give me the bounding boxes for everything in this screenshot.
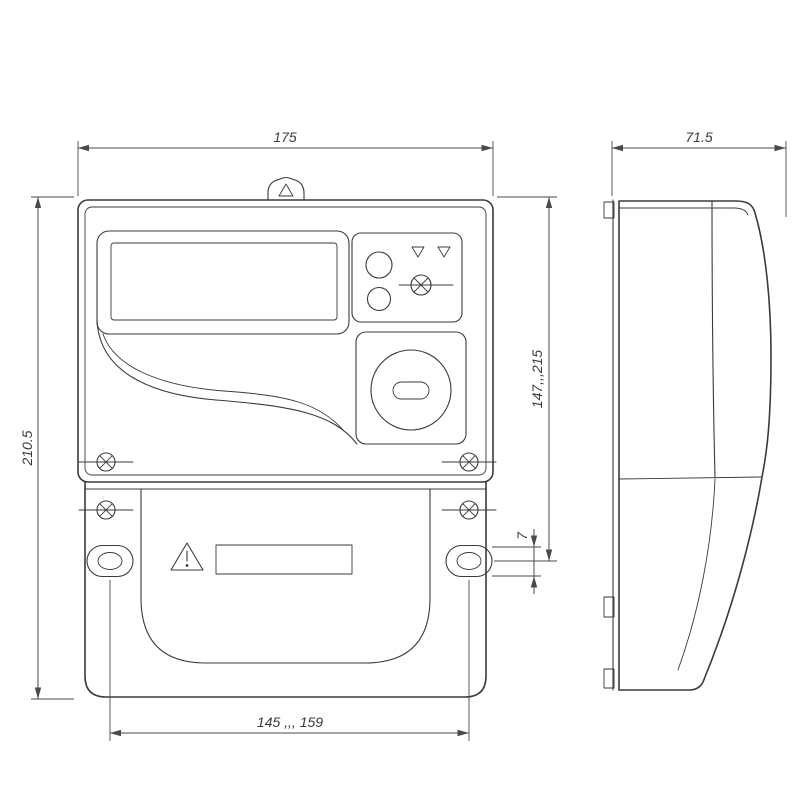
dimensions: 175 71.5 210.5 147,,,215 — [19, 129, 787, 741]
side-view — [603, 199, 772, 691]
side-lower-inner-line — [677, 478, 716, 671]
housing-screw-icon — [78, 452, 134, 472]
dimension-mounting-width: 145 ,,, 159 — [109, 580, 470, 741]
display-window — [110, 242, 338, 321]
terminal-cover-outline — [140, 488, 431, 664]
dimension-overall-height: 210.5 — [19, 196, 74, 700]
mounting-slot-right — [445, 544, 493, 578]
dimension-slot-offset: 7 — [492, 529, 541, 594]
optical-port-panel — [355, 331, 467, 445]
housing-screw-icon — [441, 452, 497, 472]
button-panel-frame — [351, 232, 463, 323]
dimension-label-mounting-height: 147,,,215 — [529, 350, 545, 409]
button-panel — [351, 232, 463, 323]
optical-panel-frame — [355, 331, 467, 445]
display-bezel — [96, 230, 350, 335]
side-profile-outline — [618, 200, 772, 691]
hanging-hole-icon — [278, 183, 294, 197]
button-top — [365, 251, 393, 279]
dimension-label-side-depth: 71.5 — [685, 129, 712, 145]
warning-triangle-icon — [170, 542, 204, 571]
upper-housing-inner — [84, 206, 487, 476]
dimension-front-width: 175 — [77, 129, 494, 196]
front-view — [77, 176, 497, 698]
indicator-triangle-icon — [411, 246, 425, 258]
panel-swoosh-inner — [102, 333, 345, 432]
hanging-tab — [267, 176, 305, 201]
seal-screw-icon — [398, 274, 454, 296]
dimension-label-front-width: 175 — [273, 129, 297, 145]
upper-housing-outer — [77, 199, 494, 483]
dimension-label-overall-height: 210.5 — [19, 430, 35, 466]
dimension-label-slot-offset: 7 — [514, 531, 530, 540]
side-top-inner-line — [618, 207, 749, 216]
button-bottom — [366, 286, 392, 312]
nameplate — [215, 544, 353, 575]
optical-port-slot — [392, 381, 430, 400]
optical-port-ring — [370, 349, 452, 431]
dimension-mounting-height: 147,,,215 — [494, 196, 557, 562]
side-front-seam — [711, 200, 716, 478]
dimension-label-mounting-width: 145 ,,, 159 — [257, 714, 323, 730]
indicator-triangle-icon — [437, 246, 451, 258]
mounting-tab-bottom — [603, 596, 615, 618]
mounting-tab-top — [603, 201, 615, 219]
mounting-slot-left — [86, 544, 134, 578]
panel-swoosh-outer — [96, 319, 358, 445]
side-cover-seam — [618, 476, 762, 480]
cover-screw-icon — [78, 500, 134, 520]
lower-body-outline — [84, 481, 487, 698]
dimension-side-depth: 71.5 — [611, 129, 787, 217]
lcd-display — [96, 230, 350, 335]
mounting-tab-lower — [603, 668, 615, 689]
cover-screw-icon — [441, 500, 497, 520]
